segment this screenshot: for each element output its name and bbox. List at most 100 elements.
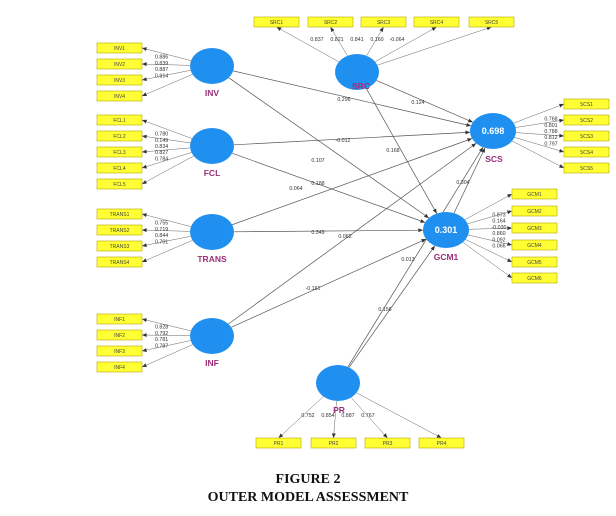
coef-inf-scs: 0.062 — [338, 234, 351, 240]
loading-value-inf-inf4: 0.787 — [155, 343, 168, 349]
indicator-box-fcl-fcl3 — [96, 146, 143, 158]
indicator-box-scs-scs2 — [563, 114, 610, 126]
loading-link-inv-inv2 — [141, 63, 191, 66]
arrowhead — [142, 47, 147, 52]
outer-model-diagram: 0.8860.8390.8870.9140.7800.1490.8340.827… — [96, 16, 610, 449]
arrowhead — [142, 77, 147, 82]
indicator-label-trans-trans2: TRANS2 — [110, 228, 130, 234]
indicator-label-scs-scs2: SCS2 — [580, 118, 593, 124]
loading-value-src-src2: 0.821 — [330, 37, 343, 43]
loading-value-inv-inv3: 0.887 — [155, 67, 168, 73]
path-trans-to-gcm1 — [233, 229, 424, 233]
loading-link-trans-trans4 — [141, 240, 193, 263]
arrowhead — [420, 219, 426, 223]
path-fcl-to-scs — [233, 131, 471, 146]
arrowhead — [432, 208, 437, 214]
structural-paths — [228, 70, 486, 368]
arrowhead — [278, 433, 284, 438]
loading-link-trans-trans2 — [141, 229, 191, 232]
loading-link-inf-inf3 — [141, 340, 191, 352]
loading-value-trans-trans2: 0.719 — [155, 227, 168, 233]
indicator-label-inf-inf4: INF4 — [114, 365, 125, 371]
indicator-box-fcl-fcl1 — [96, 114, 143, 126]
arrowhead — [142, 228, 147, 233]
arrowhead — [507, 194, 512, 198]
indicator-box-gcm1-gcm2 — [511, 205, 558, 217]
arrowhead — [331, 433, 336, 438]
arrowhead — [142, 62, 147, 67]
latent-src-ellipse — [335, 54, 379, 90]
indicator-box-scs-scs4 — [563, 146, 610, 158]
arrowhead — [507, 273, 512, 278]
indicator-label-inf-inf1: INF1 — [114, 317, 125, 323]
arrowhead — [431, 27, 437, 31]
loading-link-src-src3 — [366, 26, 384, 56]
path-src-to-scs — [376, 80, 474, 123]
latent-gcm1-label: GCM1 — [434, 252, 459, 262]
indicator-label-inv-inv3: INV3 — [114, 78, 125, 84]
loading-link-scs-scs2 — [515, 119, 565, 128]
loading-value-inf-inf3: 0.781 — [155, 337, 168, 343]
coef-pr-scs: 0.156 — [378, 307, 391, 313]
indicator-label-pr-pr1: PR1 — [274, 441, 284, 447]
loading-value-scs-scs2: 0.801 — [544, 123, 557, 129]
indicator-label-gcm1-gcm5: GCM5 — [527, 260, 542, 266]
path-inf-to-scs — [228, 142, 477, 325]
latent-inv-ellipse — [190, 48, 234, 84]
coef-pr-gcm1: 0.013 — [401, 257, 414, 263]
indicator-label-src-src4: SRC4 — [430, 20, 444, 26]
arrowhead — [507, 226, 512, 231]
loading-value-scs-scs5: 0.797 — [544, 141, 557, 147]
loading-link-inf-inf4 — [141, 344, 193, 368]
loading-link-src-src2 — [330, 26, 348, 56]
arrowhead — [276, 27, 282, 31]
arrowhead — [142, 92, 147, 96]
indicator-box-gcm1-gcm5 — [511, 256, 558, 268]
path-inv-to-scs — [233, 70, 472, 127]
loading-value-inv-inv2: 0.839 — [155, 61, 168, 67]
loading-value-gcm1-gcm2: 0.164 — [492, 219, 505, 225]
path-src-to-gcm1 — [365, 88, 438, 214]
arrowhead — [559, 118, 564, 123]
arrowhead — [142, 318, 147, 322]
loading-value-scs-scs3: 0.788 — [544, 129, 557, 135]
loading-value-inf-inf1: 0.828 — [155, 325, 168, 331]
indicator-label-inf-inf2: INF2 — [114, 333, 125, 339]
arrowhead — [142, 213, 147, 218]
indicator-label-inv-inv4: INV4 — [114, 94, 125, 100]
indicator-label-fcl-fcl1: FCL1 — [113, 118, 125, 124]
loading-link-scs-scs5 — [512, 140, 565, 169]
indicator-box-gcm1-gcm4 — [511, 239, 558, 251]
indicator-box-inf-inf4 — [96, 361, 143, 373]
arrowhead — [507, 242, 512, 246]
loading-value-fcl-fcl3: 0.834 — [155, 144, 168, 150]
arrowhead — [418, 228, 424, 233]
indicator-label-src-src2: SRC2 — [324, 20, 338, 26]
arrowhead — [430, 245, 435, 251]
indicator-box-fcl-fcl4 — [96, 162, 143, 174]
loading-link-gcm1-gcm2 — [467, 210, 513, 225]
arrowhead — [436, 434, 442, 438]
loading-value-pr-pr2: 0.854 — [321, 413, 334, 419]
indicator-label-src-src1: SRC1 — [270, 20, 284, 26]
path-coefficients: 0.1240.1680.2960.107-0.0120.0640.1880.34… — [289, 97, 469, 313]
indicator-label-fcl-fcl2: FCL2 — [113, 134, 125, 140]
loading-value-src-src1: 0.837 — [310, 37, 323, 43]
indicator-label-inv-inv1: INV1 — [114, 46, 125, 52]
arrowhead — [142, 243, 147, 248]
figure-title: OUTER MODEL ASSESSMENT — [207, 490, 409, 505]
loading-value-src-src5: -0.064 — [389, 37, 404, 43]
loading-value-pr-pr3: 0.887 — [341, 413, 354, 419]
indicator-box-trans-trans2 — [96, 224, 143, 236]
indicator-box-scs-scs3 — [563, 130, 610, 142]
loading-value-fcl-fcl5: 0.784 — [155, 156, 168, 162]
loading-value-gcm1-gcm5: 0.092 — [492, 237, 505, 243]
indicator-box-src-src4 — [413, 16, 460, 28]
indicator-box-pr-pr4 — [418, 437, 465, 449]
arrowhead — [421, 239, 427, 243]
arrowhead — [142, 134, 147, 139]
indicator-box-src-src5 — [468, 16, 515, 28]
loading-value-trans-trans3: 0.844 — [155, 233, 168, 239]
